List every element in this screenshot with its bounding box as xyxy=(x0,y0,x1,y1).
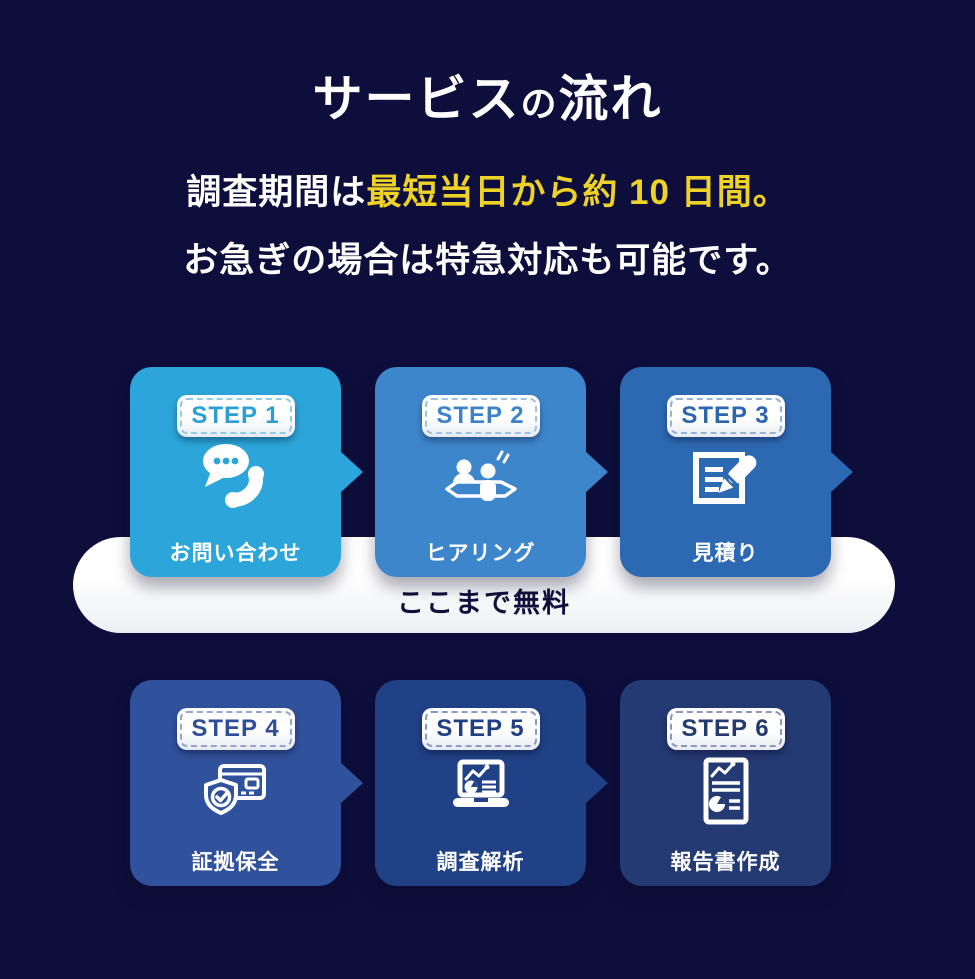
title-part1: サービス xyxy=(312,71,521,127)
step-badge: STEP 3 xyxy=(666,395,785,437)
step-card-1: STEP 1 お問い合わせ xyxy=(130,367,363,577)
free-banner-label: ここまで無料 xyxy=(397,588,571,618)
page-title: サービスの流れ xyxy=(0,72,975,127)
step-label: 見積り xyxy=(692,542,759,565)
step-arrow xyxy=(340,762,363,804)
step-badge: STEP 6 xyxy=(666,708,785,750)
subtitle-line2: お急ぎの場合は特急対応も可能です。 xyxy=(183,241,792,280)
steps-row-bottom: STEP 4 証拠保全 STEP 5 xyxy=(130,680,831,886)
step-badge: STEP 1 xyxy=(176,395,295,437)
subtitle-highlight: 最短当日から約 10 日間。 xyxy=(366,173,789,212)
step-label: 調査解析 xyxy=(436,851,525,874)
report-icon xyxy=(703,757,748,825)
steps-row-top: STEP 1 お問い合わせ STEP 2 xyxy=(130,367,853,577)
step-badge: STEP 4 xyxy=(176,708,295,750)
step-card-6: STEP 6 報告書作成 xyxy=(620,680,831,886)
title-particle: の xyxy=(520,83,559,124)
step-badge-label: STEP 1 xyxy=(191,402,280,429)
step-card-3: STEP 3 見積り xyxy=(620,367,853,577)
step-badge: STEP 5 xyxy=(421,708,540,750)
step-badge-label: STEP 6 xyxy=(681,715,770,742)
evidence-icon xyxy=(203,764,266,815)
step-arrow xyxy=(340,451,363,493)
hearing-icon xyxy=(444,450,517,501)
step-label: 報告書作成 xyxy=(670,851,781,874)
step-label: ヒアリング xyxy=(425,542,536,565)
step-badge-label: STEP 2 xyxy=(436,402,525,429)
step-arrow xyxy=(585,451,608,493)
step-card-2: STEP 2 ヒアリング xyxy=(375,367,608,577)
step-badge-label: STEP 4 xyxy=(191,715,280,742)
step-badge-label: STEP 5 xyxy=(436,715,525,742)
step-card-5: STEP 5 調査解析 xyxy=(375,680,608,886)
step-label: お問い合わせ xyxy=(169,542,302,565)
chat-phone-icon xyxy=(202,444,264,508)
step-arrow xyxy=(585,762,608,804)
subtitle-line1: 調査期間は最短当日から約 10 日間。 xyxy=(0,172,975,214)
step-badge-label: STEP 3 xyxy=(681,402,770,429)
analysis-icon xyxy=(452,759,509,807)
estimate-icon xyxy=(692,452,756,504)
step-card-4: STEP 4 証拠保全 xyxy=(130,680,363,886)
step-arrow xyxy=(830,451,853,493)
subtitle-line1-white: 調査期間は xyxy=(186,173,367,212)
title-part2: 流れ xyxy=(558,71,663,127)
step-label: 証拠保全 xyxy=(191,851,280,874)
step-badge: STEP 2 xyxy=(421,395,540,437)
